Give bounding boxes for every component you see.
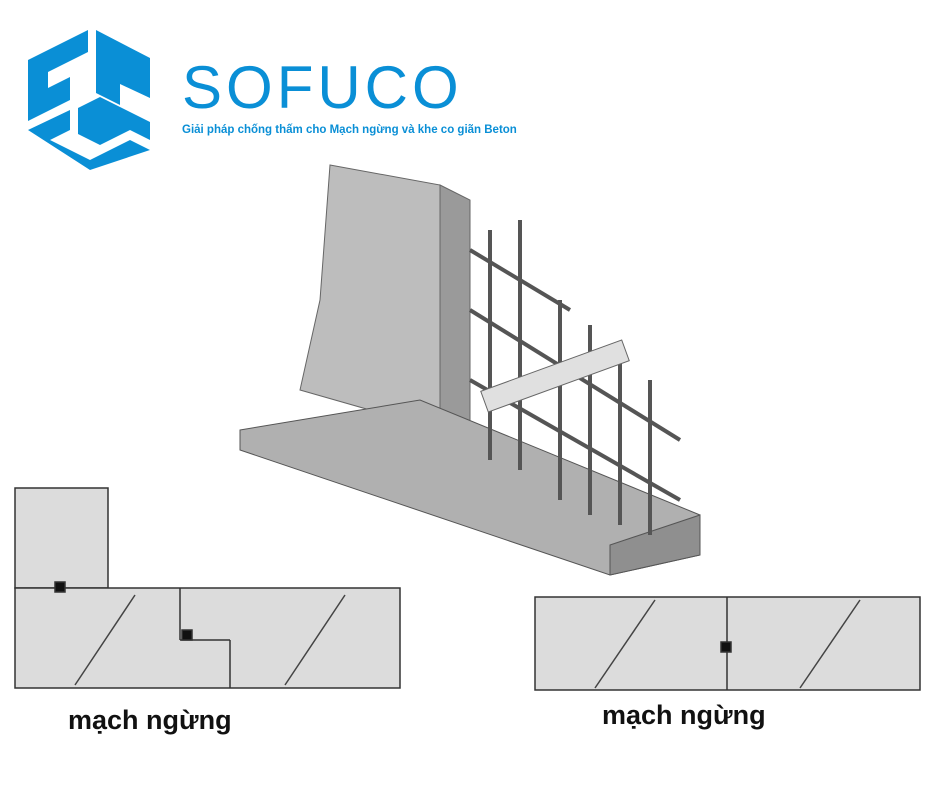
sofuco-logo-mark — [28, 30, 150, 170]
right-caption: mạch ngừng — [602, 700, 766, 730]
left-caption: mạch ngừng — [68, 705, 232, 735]
left-section-drawing — [14, 487, 401, 689]
wall-3d-illustration — [239, 164, 701, 576]
brand-tagline: Giải pháp chống thấm cho Mạch ngừng và k… — [182, 124, 517, 136]
brand-name: SOFUCO — [182, 54, 463, 121]
right-section-drawing — [534, 596, 921, 691]
